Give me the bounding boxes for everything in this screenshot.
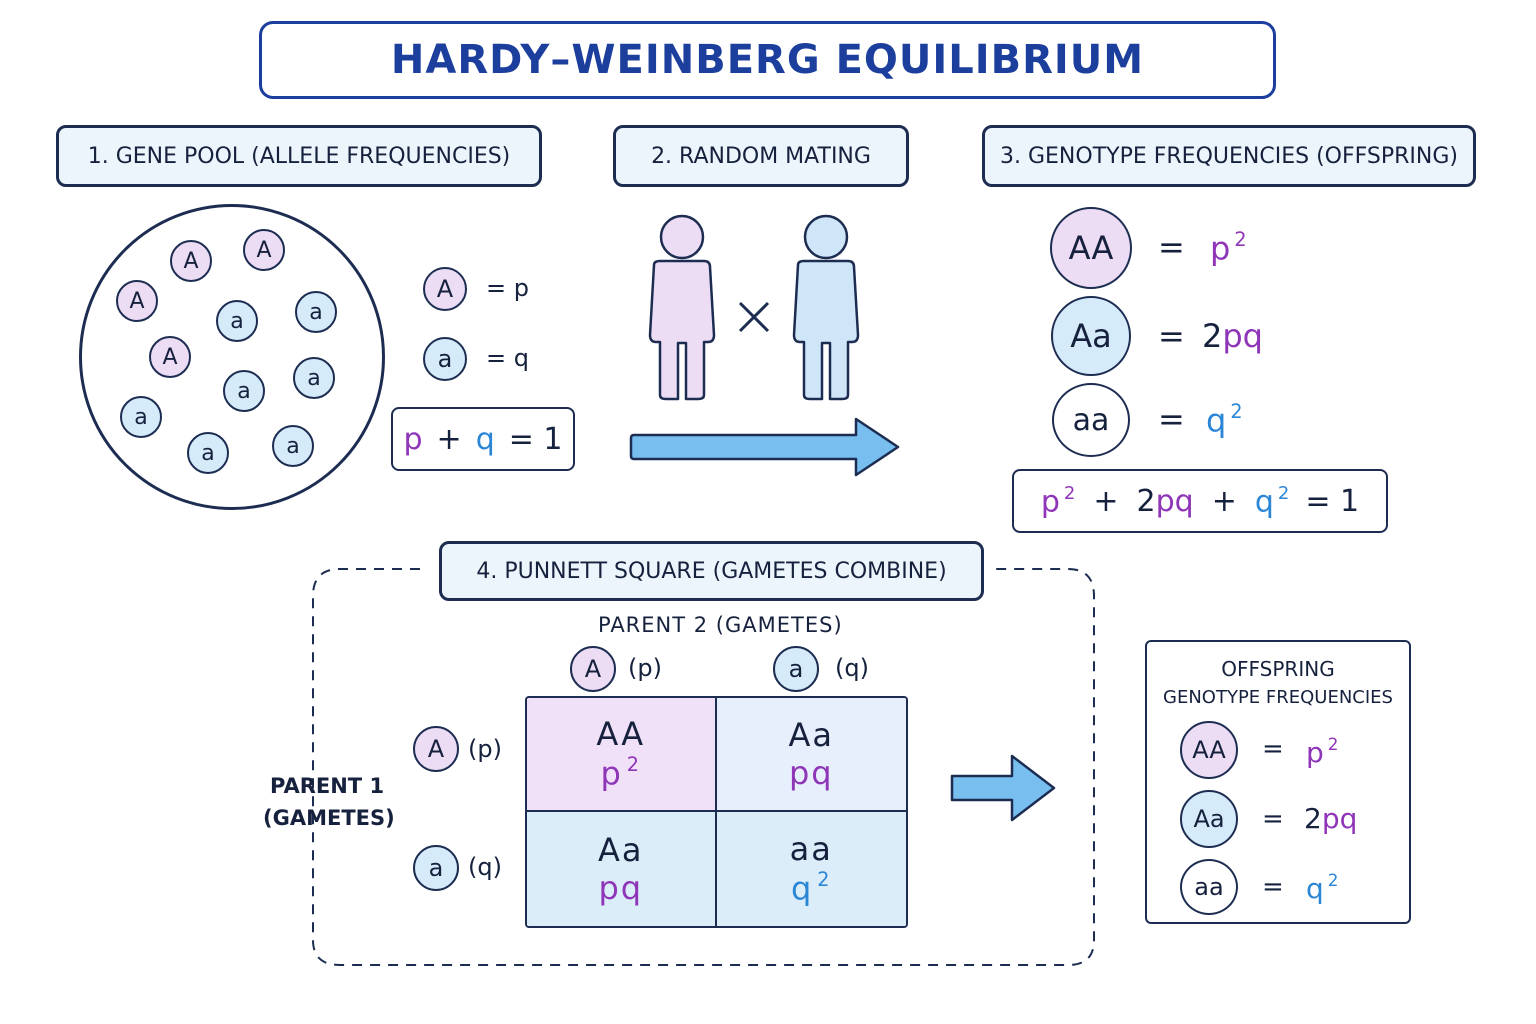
plus-sign: + — [1211, 483, 1237, 519]
plus-sign: + — [1093, 483, 1119, 519]
cell-genotype: Aa — [788, 716, 834, 754]
cross-symbol-icon — [738, 301, 770, 333]
offspring-title-line2: GENOTYPE FREQUENCIES — [1163, 687, 1393, 708]
equals-one: = 1 — [508, 421, 563, 457]
offspring-aa-circle: aa — [1180, 859, 1238, 915]
section-3-header: 3. GENOTYPE FREQUENCIES (OFFSPRING) — [982, 125, 1476, 187]
parent-1-figure-icon — [648, 214, 716, 401]
equals-sign: = — [1158, 317, 1185, 355]
column-gamete-a-freq: (q) — [835, 654, 869, 682]
legend-a-equals-q: = q — [486, 344, 529, 372]
parent-2-label: PARENT 2 (GAMETES) — [598, 613, 843, 637]
cell-genotype: AA — [596, 715, 646, 754]
punnett-cell-Aa: Aa pq — [527, 812, 717, 926]
legend-allele-a: a — [423, 337, 467, 381]
allele-a-token: a — [295, 291, 337, 333]
allele-a-token: a — [293, 357, 335, 399]
allele-a-token: a — [120, 396, 162, 438]
row-gamete-A: A — [413, 726, 459, 772]
genotype-AA-circle: AA — [1050, 207, 1132, 289]
plus-sign: + — [436, 421, 462, 457]
gene-pool-circle — [79, 204, 385, 510]
page-title: HARDY–WEINBERG EQUILIBRIUM — [259, 21, 1276, 99]
section-4-header: 4. PUNNETT SQUARE (GAMETES COMBINE) — [439, 541, 984, 601]
right-arrow-icon — [629, 417, 900, 477]
freq-2pq: 2pq — [1202, 317, 1263, 355]
cell-genotype: aa — [789, 830, 833, 869]
column-gamete-A: A — [570, 646, 616, 692]
parent-1-label-line1: PARENT 1 — [270, 774, 385, 798]
equals-sign: = — [1262, 734, 1284, 764]
allele-sum-equation: p + q = 1 — [391, 407, 575, 471]
row-gamete-A-freq: (p) — [468, 735, 502, 763]
cell-frequency: pq — [788, 754, 834, 792]
section-1-header: 1. GENE POOL (ALLELE FREQUENCIES) — [56, 125, 542, 187]
offspring-freq-2pq: 2pq — [1304, 802, 1358, 835]
equals-sign: = — [1158, 228, 1185, 266]
p-symbol: p — [403, 421, 423, 457]
row-gamete-a: a — [413, 845, 459, 891]
allele-A-token: A — [149, 336, 191, 378]
section-2-header: 2. RANDOM MATING — [613, 125, 909, 187]
offspring-Aa-circle: Aa — [1180, 790, 1238, 848]
equals-sign: = — [1262, 804, 1284, 834]
parent-2-figure-icon — [792, 214, 860, 401]
punnett-cell-Aa: Aa pq — [716, 698, 906, 812]
genotype-Aa-circle: Aa — [1051, 296, 1131, 376]
two-pq-term: 2pq — [1136, 483, 1194, 519]
legend-A-equals-p: = p — [486, 274, 529, 302]
equals-sign: = — [1158, 400, 1185, 438]
cell-genotype: Aa — [598, 831, 644, 869]
random-mating-figures — [648, 214, 860, 401]
allele-A-token: A — [243, 229, 285, 271]
right-arrow-icon — [950, 754, 1056, 822]
allele-a-token: a — [187, 432, 229, 474]
allele-a-token: a — [223, 370, 265, 412]
row-gamete-a-freq: (q) — [468, 853, 502, 881]
allele-a-token: a — [272, 425, 314, 467]
column-gamete-A-freq: (p) — [628, 654, 662, 682]
parent-1-label-line2: (GAMETES) — [263, 806, 395, 830]
offspring-title-line1: OFFSPRING — [1221, 657, 1335, 681]
q-symbol: q — [475, 421, 495, 457]
cell-frequency: pq — [598, 869, 644, 907]
column-gamete-a: a — [773, 646, 819, 692]
equals-one: = 1 — [1305, 483, 1360, 519]
allele-A-token: A — [116, 280, 158, 322]
allele-a-token: a — [216, 300, 258, 342]
genotype-aa-circle: aa — [1052, 383, 1130, 457]
allele-A-token: A — [170, 240, 212, 282]
legend-allele-A: A — [423, 267, 467, 311]
equals-sign: = — [1262, 872, 1284, 902]
offspring-frequencies-box — [1145, 640, 1411, 924]
offspring-AA-circle: AA — [1180, 721, 1238, 779]
